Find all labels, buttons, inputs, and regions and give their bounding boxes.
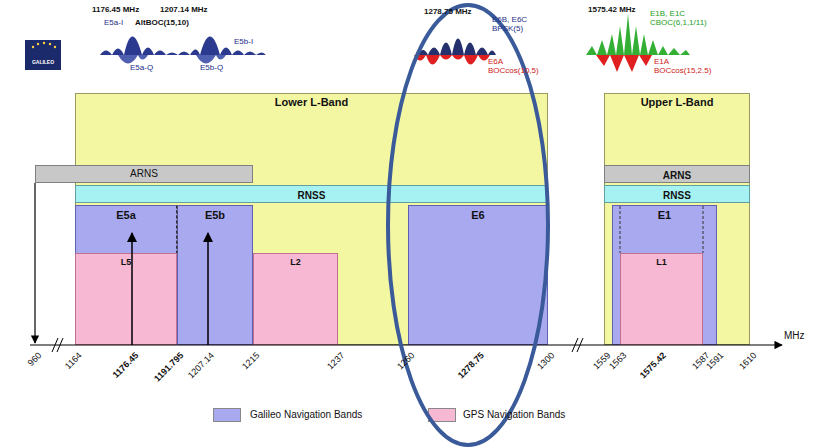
galileo-logo: [25, 40, 61, 70]
center-arrow: [131, 233, 133, 345]
tick-label: 1278.75: [457, 351, 487, 381]
legend-text: GPS Navigation Bands: [463, 409, 565, 420]
gps-band: L2: [253, 253, 338, 345]
region-box: Upper L-BandARNSRNSSE1L1: [604, 93, 750, 345]
service-bar: RNSS: [604, 185, 750, 203]
tick-label: 1176.45: [111, 351, 141, 381]
band-label: ARNS: [36, 166, 252, 182]
spectrum-label: E6B, E6C BPSK(5): [492, 16, 554, 34]
tick-label: 1164: [64, 351, 85, 372]
gps-band: L1: [620, 253, 703, 345]
spectrum-label: E5a-I: [104, 19, 123, 28]
service-bar: ARNS: [604, 165, 750, 183]
galileo-band: E5aL5: [75, 205, 177, 345]
service-bar: RNSS: [75, 185, 548, 203]
e6-a-spectrum: [414, 55, 490, 65]
e5-q-spectrum: [118, 55, 226, 64]
band-label: ARNS: [605, 166, 749, 184]
spectrum-label: AltBOC(15,10): [135, 19, 189, 28]
band-label: E1: [613, 206, 716, 221]
spectrum-label: E5a-Q: [130, 64, 153, 73]
e5-spectrum: [100, 37, 266, 56]
tick-label: 1207.14: [187, 351, 217, 381]
band-label: E5a: [76, 206, 176, 221]
spectrum-label: E1B, E1C CBOC(6,1,1/11): [650, 10, 730, 28]
spectrum-label: GALILEO: [27, 60, 59, 66]
tick-label: 960: [26, 351, 44, 369]
galileo-band: E1L1: [612, 205, 717, 345]
tick-label: 1610: [738, 351, 759, 372]
tick-label: 1215: [241, 351, 262, 372]
spectrum-label: 1575.42 MHz: [588, 6, 636, 15]
band-label: Upper L-Band: [605, 94, 749, 108]
tick-label: 1237: [326, 351, 347, 372]
tick-label: 1300: [536, 351, 557, 372]
axis-unit: MHz: [784, 330, 805, 341]
band-label: Lower L-Band: [76, 94, 547, 108]
band-label: RNSS: [76, 186, 547, 204]
service-bar: ARNS: [35, 165, 253, 183]
tick-label: 1563: [608, 351, 629, 372]
spectrum-label: E6A BOCcos(10,5): [488, 58, 550, 76]
e6-bc-spectrum: [418, 39, 496, 56]
tick-label: 1575.42: [639, 351, 669, 381]
spectrum-label: 1207.14 MHz: [160, 6, 208, 15]
legend-swatch: [213, 408, 241, 422]
band-label: L5: [76, 254, 176, 267]
galileo-band: E5b: [177, 205, 253, 345]
region-box: Lower L-BandRNSSE5aL5E5bL2E6: [75, 93, 548, 345]
center-arrow: [207, 233, 209, 345]
band-label: E5b: [178, 206, 252, 221]
e1-a-spectrum: [596, 55, 652, 72]
frequency-axis: [30, 344, 782, 345]
spectrum-label: 1278.75 MHz: [424, 8, 472, 17]
marker-arrow: [34, 183, 35, 343]
galileo-band: E6: [408, 205, 548, 345]
band-label: RNSS: [605, 186, 749, 204]
spectrum-label: E1A BOCcos(15,2.5): [654, 58, 724, 76]
band-label: E6: [409, 206, 547, 221]
tick-label: 1191.795: [153, 351, 186, 384]
legend-text: Galileo Navigation Bands: [250, 409, 362, 420]
band-label: L1: [621, 254, 702, 267]
spectrum-label: E5b-I: [234, 38, 253, 47]
logo-stars: [32, 42, 56, 48]
band-label: L2: [254, 254, 337, 267]
spectrum-label: 1176.45 MHz: [92, 6, 139, 15]
spectrum-label: E5b-Q: [200, 64, 223, 73]
gps-band: L5: [75, 253, 177, 345]
